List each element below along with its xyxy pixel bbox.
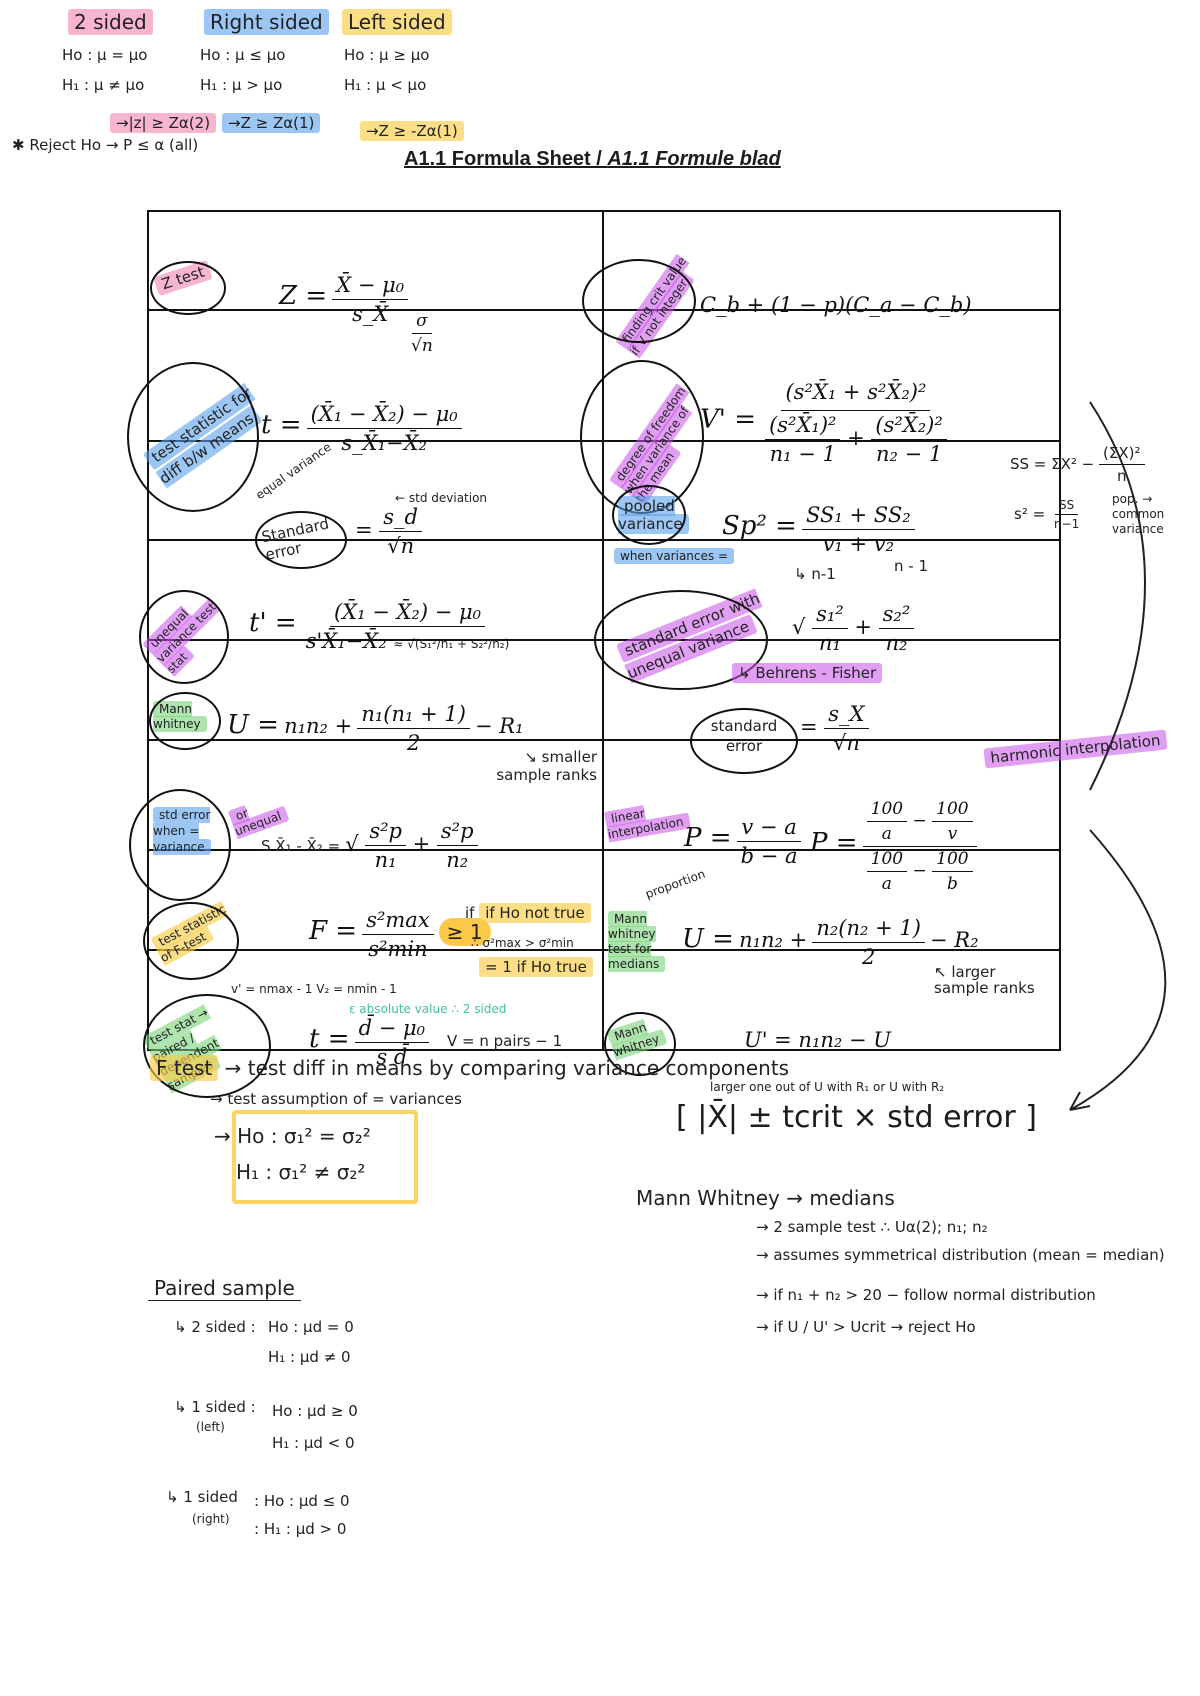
paired-right-h0: : Ho : μd ≤ 0 (254, 1492, 350, 1510)
dof-cell: degree of freedom when variance of the m… (580, 309, 1061, 514)
table-row: test statistic for diff b/w means equal … (127, 309, 1061, 514)
two-sided-label: 2 sided (68, 9, 153, 35)
paired-two-sided-h0: Ho : μd = 0 (268, 1318, 354, 1336)
reject-rule: ✱ Reject Ho → P ≤ α (all) (12, 136, 199, 154)
left-sided-critical: →Z ≥ -Zα(1) (360, 121, 464, 141)
u-prime-note: larger one out of U with R₁ or U with R₂ (710, 1080, 945, 1094)
std-error-equal-cell: std error when = variance or unequal S X… (129, 739, 604, 901)
se-cell: standard error = s_X√n (602, 639, 1061, 774)
right-sided-h0: Ho : μ ≤ μo (200, 46, 286, 64)
left-sided-label: Left sided (342, 9, 452, 35)
connector-arc (1069, 401, 1167, 1111)
paired-right-h1: : H₁ : μd > 0 (254, 1520, 347, 1538)
left-sided-h1: H₁ : μ < μo (344, 76, 427, 94)
right-sided-label: Right sided (204, 9, 329, 35)
ftest-h1: H₁ : σ₁² ≠ σ₂² (236, 1160, 366, 1184)
ftest-h0: → Ho : σ₁² = σ₂² (214, 1124, 371, 1148)
page-title: A1.1 Formula Sheet / A1.1 Formule blad (404, 148, 781, 170)
u2-formula: U = n₁n₂ + n₂(n₂ + 1)2 − R₂ (682, 916, 979, 969)
paired-two-sided-label: ↳ 2 sided : (174, 1318, 256, 1336)
paired-left-sub: (left) (196, 1420, 225, 1434)
table-row: unequal variance test stat t' = (X̄₁ − X… (139, 539, 1061, 690)
unequal-variance-cell: unequal variance test stat t' = (X̄₁ − X… (139, 539, 604, 684)
mann-whitney-medians-cell: Mann whitney test for medians U = n₁n₂ +… (602, 849, 1061, 996)
right-sided-critical: →Z ≥ Zα(1) (222, 113, 321, 133)
table-row: std error when = variance or unequal S X… (129, 739, 1061, 901)
se-unequal-cell: standard error with unequal variance √ s… (594, 539, 1061, 690)
ho-not-true-note: if if Ho not true (465, 903, 591, 923)
paired-dof: V = n pairs − 1 (447, 1032, 563, 1050)
paired-test-cell: test stat → paired / dependent samples ε… (141, 949, 604, 1098)
crit-value-cell: finding crit value if V not integer C_b … (582, 210, 1061, 359)
mann-whitney-u-cell: Mann whitney U = n₁n₂ + n₁(n₁ + 1)2 − R₁… (147, 639, 604, 784)
paired-left-label: ↳ 1 sided : (174, 1398, 256, 1416)
paired-right-label: ↳ 1 sided (166, 1488, 238, 1506)
paired-left-h1: H₁ : μd < 0 (272, 1434, 355, 1452)
mann-whitney-note-1: → 2 sample test ∴ Uα(2); n₁; n₂ (756, 1218, 988, 1236)
confidence-interval-formula: [ |X̄| ± tcrit × std error ] (676, 1100, 1037, 1135)
annotation-circle (143, 994, 271, 1098)
two-sided-critical: →|z| ≥ Zα(2) (110, 113, 217, 133)
two-sided-h0: Ho : μ = μo (62, 46, 148, 64)
table-row: Standard error = s_d√n ← std deviation p… (147, 440, 1061, 583)
table-row: Mann whitney U = n₁n₂ + n₁(n₁ + 1)2 − R₁… (147, 639, 1061, 784)
ftest-assumption: → test assumption of = variances (210, 1090, 462, 1108)
paired-right-sub: (right) (192, 1512, 230, 1526)
ftest-note: F test → test diff in means by comparing… (150, 1055, 789, 1081)
paired-sample-title: Paired sample (148, 1276, 301, 1301)
table-row: test stat → paired / dependent samples ε… (141, 949, 1061, 1098)
paired-left-h0: Ho : μd ≥ 0 (272, 1402, 358, 1420)
mann-whitney-note-4: → if U / U' > Ucrit → reject Ho (756, 1318, 976, 1336)
two-sided-h1: H₁ : μ ≠ μo (62, 76, 145, 94)
ftest-hypotheses-box (232, 1110, 418, 1204)
annotation-circle (612, 484, 686, 545)
paired-two-sided-h1: H₁ : μd ≠ 0 (268, 1348, 351, 1366)
pooled-variance-cell: pooled variance when variances = Sp² = S… (602, 440, 1061, 583)
right-sided-h1: H₁ : μ > μo (200, 76, 283, 94)
sigma-note: ∴ σ²max > σ²min (471, 936, 574, 950)
u-prime-formula: U' = n₁n₂ − U (744, 1028, 891, 1052)
annotation-circle (150, 260, 226, 315)
annotation-circle (604, 1012, 676, 1076)
mann-whitney-note-2: → assumes symmetrical distribution (mean… (756, 1246, 1165, 1264)
left-sided-h0: Ho : μ ≥ μo (344, 46, 430, 64)
mann-whitney-note-3: → if n₁ + n₂ > 20 − follow normal distri… (756, 1286, 1096, 1304)
mann-whitney-title: Mann Whitney → medians (636, 1186, 895, 1210)
absolute-value-note: ε absolute value ∴ 2 sided (349, 1002, 507, 1016)
std-deviation-note: ← std deviation (395, 490, 488, 505)
mann-whitney-u-prime-cell: Mann whitney U' = n₁n₂ − U larger one ou… (602, 949, 1061, 1094)
std-error-cell: Standard error = s_d√n ← std deviation (147, 440, 604, 569)
diff-means-cell: test statistic for diff b/w means equal … (127, 309, 604, 512)
